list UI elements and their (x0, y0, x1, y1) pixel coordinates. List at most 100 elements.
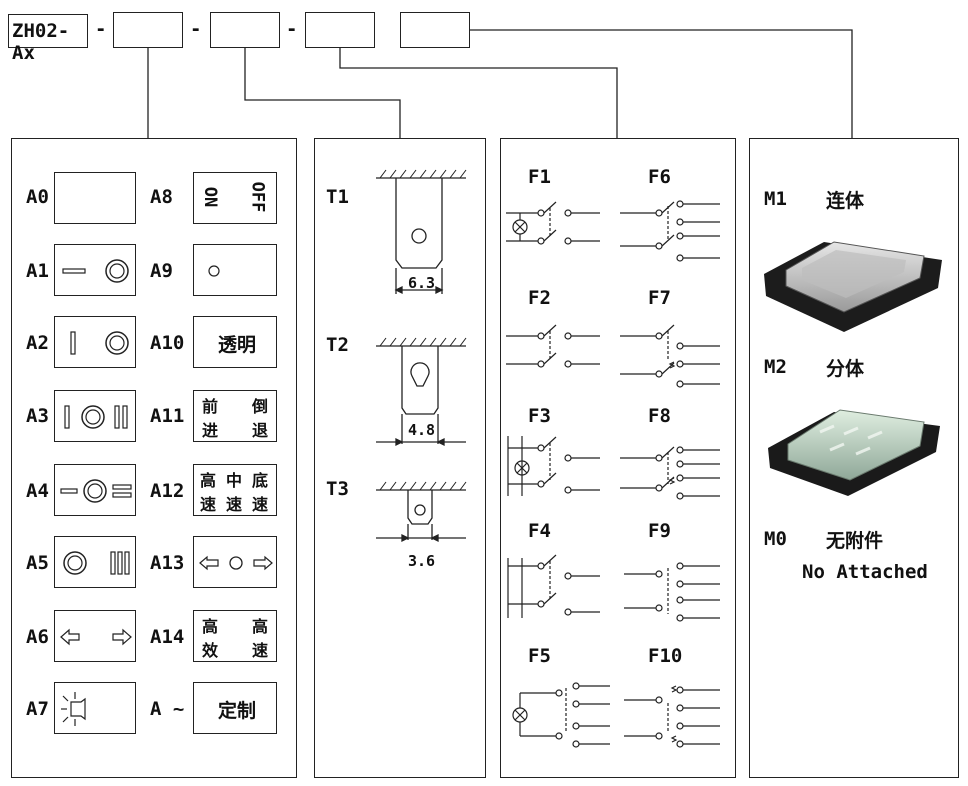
speed-char: 速 (200, 495, 217, 514)
symbol-a4 (54, 464, 136, 516)
function-code: F10 (648, 645, 683, 667)
efficiency-char: 效 (202, 641, 219, 660)
symbol-a7 (54, 682, 136, 734)
on-label: ON (200, 186, 221, 208)
reverse-char: 倒 (252, 397, 269, 416)
high-char: 高 (202, 617, 219, 636)
arrow-circle-arrow-icon (199, 555, 273, 571)
terminal-dimension: 3.6 (408, 552, 436, 570)
terminal-dimension: 6.3 (408, 274, 436, 292)
cover-note: No Attached (802, 561, 928, 583)
lamp-icon (61, 692, 86, 726)
terminal-slot-box (210, 12, 280, 48)
symbol-code: A ~ (150, 698, 185, 720)
symbol-code: A7 (26, 698, 49, 720)
symbol-code: A4 (26, 480, 49, 502)
arrows-left-right-icon (60, 628, 132, 646)
symbol-a6 (54, 610, 136, 662)
symbol-a3 (54, 390, 136, 442)
symbol-code: A10 (150, 332, 185, 354)
terminal-code: T1 (326, 186, 349, 208)
terminal-t3-drawing (376, 481, 467, 543)
symbol-code: A1 (26, 260, 49, 282)
cover-slot-box (400, 12, 470, 48)
speed-char: 速 (252, 641, 269, 660)
function-code: F6 (648, 166, 671, 188)
function-code: F2 (528, 287, 551, 309)
cover-name: 无附件 (826, 530, 884, 552)
mid-char: 中 (226, 471, 243, 490)
bar-circle-icon (70, 331, 129, 355)
separator-1: - (95, 18, 107, 40)
symbol-code: A6 (26, 626, 49, 648)
symbol-a13 (193, 536, 277, 588)
symbol-a5 (54, 536, 136, 588)
symbol-code: A0 (26, 186, 49, 208)
forward-char: 前 (202, 397, 219, 416)
high-char: 高 (252, 617, 269, 636)
terminal-t1-drawing (376, 169, 467, 295)
retreat-char: 退 (252, 421, 269, 440)
cover-name: 分体 (826, 358, 865, 380)
off-label: OFF (247, 181, 268, 213)
function-code: F4 (528, 520, 551, 542)
separator-2: - (190, 18, 202, 40)
symbol-code: A13 (150, 552, 185, 574)
symbol-a-custom: 定制 (193, 682, 277, 734)
symbol-a0-blank (54, 172, 136, 224)
symbol-a10: 透明 (193, 316, 277, 368)
small-circle-icon (208, 265, 220, 277)
model-code: ZH02-Ax (12, 20, 70, 64)
symbol-slot-box (113, 12, 183, 48)
cover-m2-image (768, 409, 940, 496)
cover-code: M0 (764, 528, 787, 550)
separator-3: - (286, 18, 298, 40)
terminal-dimension: 4.8 (408, 421, 436, 439)
model-code-box: ZH02-Ax (8, 14, 88, 64)
symbol-code: A14 (150, 626, 185, 648)
symbol-a2 (54, 316, 136, 368)
bar-circle-bars-icon (64, 405, 128, 429)
function-code: F9 (648, 520, 671, 542)
symbol-a11: 前 倒 进 退 (193, 390, 277, 442)
symbol-code: A9 (150, 260, 173, 282)
panel-functions (500, 138, 736, 778)
speed-char: 速 (252, 495, 269, 514)
speed-char: 速 (226, 495, 243, 514)
symbol-a12: 高 中 底 速 速 速 (193, 464, 277, 516)
high-char: 高 (200, 471, 217, 490)
symbol-code: A12 (150, 480, 185, 502)
cover-code: M1 (764, 188, 787, 210)
panel-terminals (314, 138, 486, 778)
symbol-code: A3 (26, 405, 49, 427)
function-code: F3 (528, 405, 551, 427)
function-code: F1 (528, 166, 551, 188)
function-slot-box (305, 12, 375, 48)
symbol-a14: 高 高 效 速 (193, 610, 277, 662)
circle-triple-bar-icon (63, 551, 130, 575)
cover-m1-image (764, 241, 942, 332)
terminal-code: T3 (326, 478, 349, 500)
dash-circle-icon (62, 259, 129, 283)
symbol-code: A8 (150, 186, 173, 208)
terminal-t2-drawing (376, 337, 467, 447)
low-char: 底 (252, 471, 269, 490)
function-circuit-diagrams (506, 200, 720, 748)
dash-circle-equals-icon (60, 479, 132, 503)
function-code: F8 (648, 405, 671, 427)
symbol-a9 (193, 244, 277, 296)
terminal-code: T2 (326, 334, 349, 356)
function-code: F5 (528, 645, 551, 667)
symbol-code: A5 (26, 552, 49, 574)
cover-code: M2 (764, 356, 787, 378)
function-code: F7 (648, 287, 671, 309)
transparent-label: 透明 (218, 334, 257, 356)
cover-name: 连体 (826, 190, 865, 212)
panel-symbols (11, 138, 297, 778)
symbol-a1 (54, 244, 136, 296)
advance-char: 进 (202, 421, 219, 440)
symbol-a8: ON OFF (193, 172, 277, 224)
symbol-code: A2 (26, 332, 49, 354)
symbol-code: A11 (150, 405, 185, 427)
